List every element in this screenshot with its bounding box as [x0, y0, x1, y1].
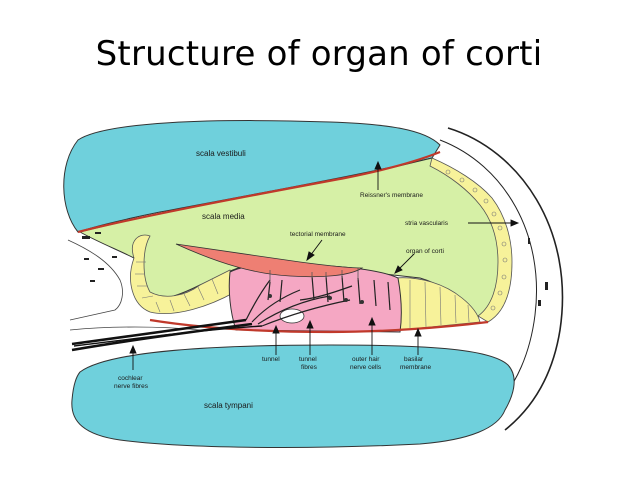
- scala-tympani-region: [71, 344, 515, 448]
- claudius-cell-dividers: [409, 280, 470, 328]
- label-scala-tympani: scala tympani: [204, 401, 253, 410]
- inner-sulcus-cell-dividers: [135, 261, 219, 313]
- hair-cell-nuclei: [268, 294, 364, 304]
- label-basilar-membrane-line1: basilar: [404, 356, 424, 363]
- bone-marks: [82, 232, 117, 282]
- label-outer-hair-cells-line1: outer hair: [352, 356, 380, 363]
- spiral-lamina-outline: [67, 239, 123, 321]
- stria-cells: [445, 169, 508, 311]
- label-tectorial-membrane: tectorial membrane: [290, 231, 346, 238]
- annotation-arrows: [129, 160, 520, 370]
- label-cochlear-nerve-fibres-line1: cochlear: [118, 375, 143, 382]
- label-scala-media: scala media: [202, 212, 245, 221]
- label-tunnel-fibres-line2: fibres: [301, 364, 318, 371]
- scala-vestibuli-region: [63, 120, 441, 233]
- label-tunnel-fibres-line1: tunnel: [299, 356, 317, 363]
- label-stria-vascularis: stria vascularis: [405, 220, 449, 227]
- label-basilar-membrane-line2: membrane: [400, 364, 431, 371]
- label-scala-vestibuli: scala vestibuli: [196, 149, 246, 158]
- inner-wall-curve: [439, 139, 537, 401]
- tectorial-membrane-shape: [175, 243, 364, 278]
- page-title: Structure of organ of corti: [95, 34, 543, 74]
- inner-sulcus-cells: [130, 234, 236, 314]
- label-outer-hair-cells-line2: nerve cells: [350, 364, 382, 371]
- label-cochlear-nerve-fibres-line2: nerve fibres: [114, 383, 149, 390]
- label-reissners-membrane: Reissner's membrane: [360, 192, 423, 199]
- outer-wall-curve: [447, 127, 564, 431]
- cochlear-nerve-fibres: [71, 318, 263, 352]
- label-tunnel: tunnel: [262, 356, 280, 363]
- tunnel-of-corti: [279, 308, 305, 324]
- stereocilia: [269, 268, 359, 282]
- right-bone-marks: [528, 238, 548, 306]
- organ-internal-fibres: [245, 275, 391, 327]
- reissners-membrane-line: [77, 150, 441, 234]
- label-organ-of-corti: organ of corti: [406, 248, 444, 255]
